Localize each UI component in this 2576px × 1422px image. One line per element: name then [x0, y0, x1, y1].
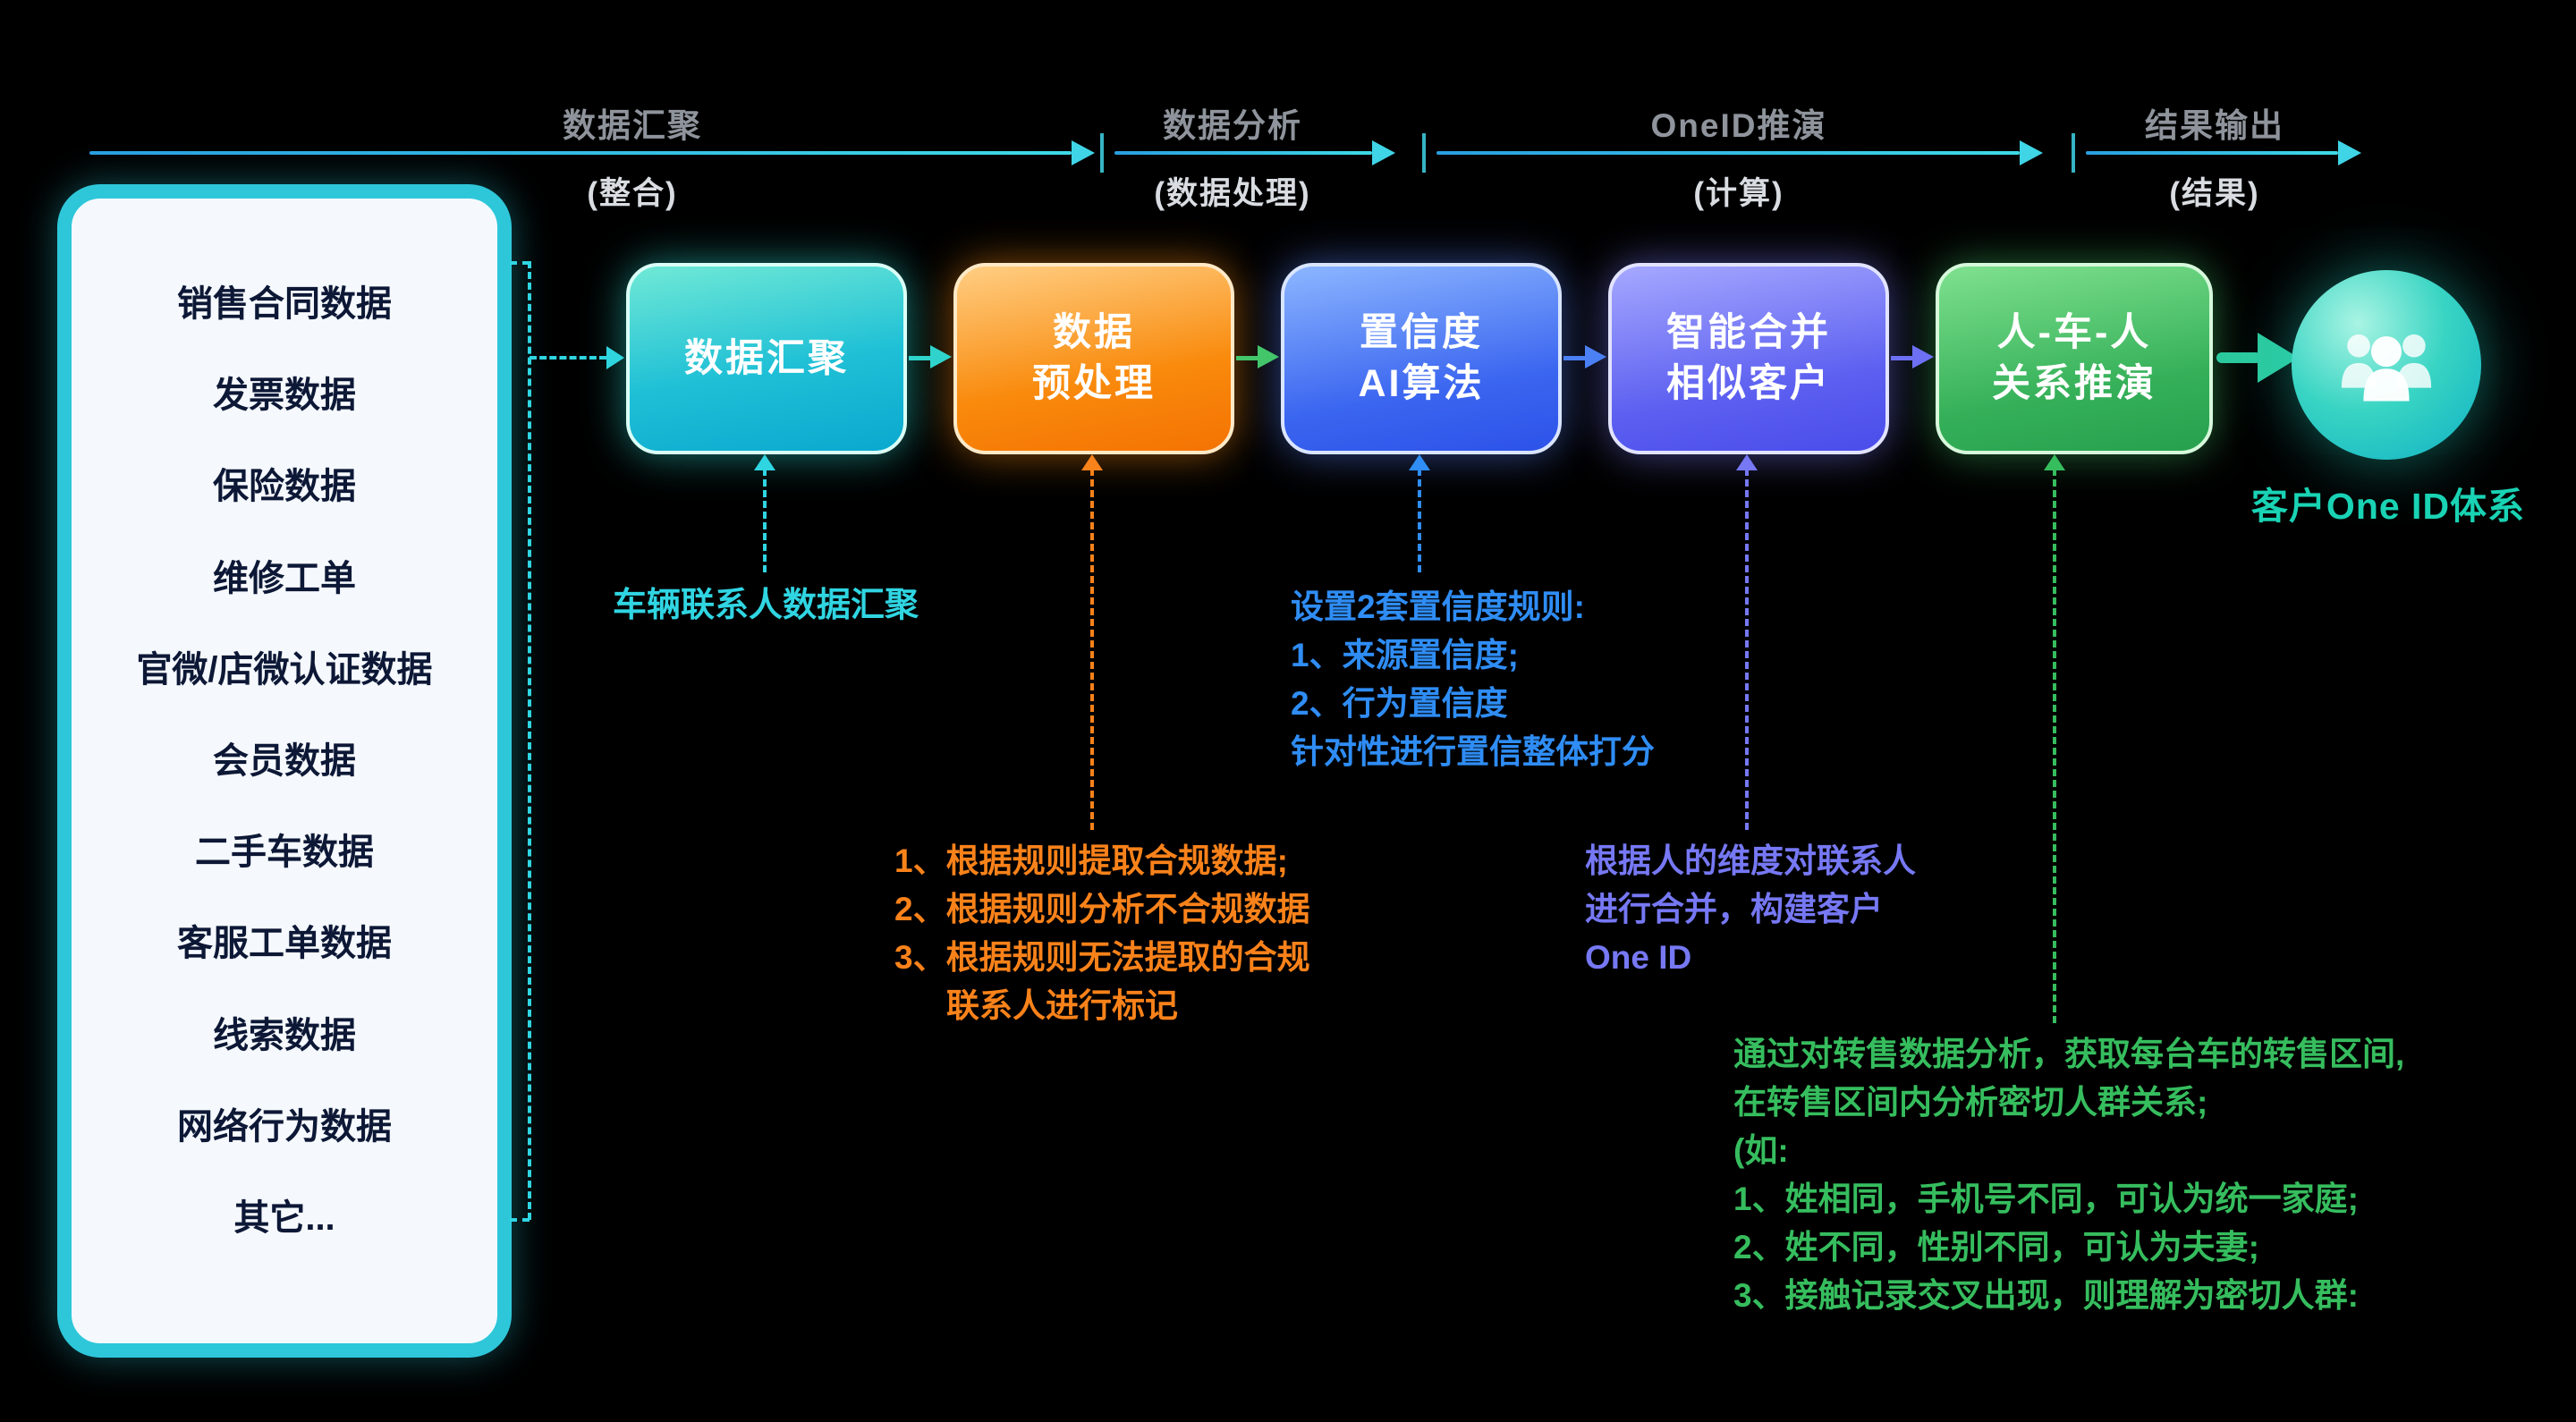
source-item: 其它... — [233, 1198, 335, 1238]
annotation-confidence: 设置2套置信度规则: 1、来源置信度; 2、行为置信度 针对性进行置信整体打分 — [1291, 583, 1655, 776]
arrow-up-icon — [1736, 454, 1758, 470]
step-label: 人-车-人 — [1996, 311, 2152, 354]
phase-sub-oneid: (计算) — [1693, 176, 1784, 211]
source-item: 官微/店微认证数据 — [136, 649, 433, 690]
source-item: 发票数据 — [213, 376, 356, 416]
annotation-line: 通过对转售数据分析，获取每台车的转售区间, — [1733, 1036, 2405, 1072]
annotation-line: 根据人的维度对联系人 — [1585, 842, 1916, 879]
step-box-preprocess: 数据 预处理 — [953, 263, 1234, 454]
timeline-line-2 — [1114, 151, 1372, 155]
annotation-preprocess: 1、根据规则提取合规数据; 2、根据规则分析不合规数据 3、根据规则无法提取的合… — [894, 837, 1310, 1030]
annotation-connector — [1090, 469, 1094, 830]
flow-arrow-line — [1563, 356, 1585, 360]
annotation-line: 在转售区间内分析密切人群关系; — [1733, 1084, 2208, 1121]
annotation-line: 2、根据规则分析不合规数据 — [894, 891, 1310, 927]
step-label: 相似客户 — [1666, 362, 1831, 405]
timeline-divider — [1422, 133, 1426, 173]
arrow-up-icon — [1409, 454, 1430, 470]
annotation-connector — [1745, 469, 1749, 830]
timeline-arrow-icon — [2020, 140, 2043, 165]
timeline-line-1 — [89, 151, 1072, 155]
timeline-arrow-icon — [1372, 140, 1395, 165]
step-label: 置信度 — [1360, 311, 1483, 354]
phase-label-aggregation: 数据汇聚 — [563, 107, 702, 144]
step-label: 数据 — [1053, 311, 1135, 354]
panel-to-step-arrow — [530, 356, 606, 360]
step-box-relation-inference: 人-车-人 关系推演 — [1936, 263, 2213, 454]
annotation-line: (如: — [1733, 1132, 1789, 1169]
step-label: 预处理 — [1032, 362, 1156, 405]
source-item: 销售合同数据 — [177, 284, 392, 324]
panel-connector-bottom — [510, 1218, 530, 1222]
arrow-up-icon — [754, 454, 775, 470]
source-item: 线索数据 — [213, 1015, 356, 1055]
annotation-line: 车辆联系人数据汇聚 — [612, 587, 919, 624]
annotation-line: One ID — [1585, 939, 1692, 976]
step-box-smart-merge: 智能合并 相似客户 — [1608, 263, 1889, 454]
annotation-connector — [1418, 469, 1421, 572]
annotation-line: 针对性进行置信整体打分 — [1291, 733, 1655, 770]
annotation-line: 1、根据规则提取合规数据; — [894, 842, 1288, 879]
arrow-right-icon — [606, 346, 624, 369]
flow-arrow-line — [909, 356, 930, 360]
timeline-divider — [1100, 133, 1104, 173]
source-item: 网络行为数据 — [177, 1106, 392, 1147]
step-box-confidence-ai: 置信度 AI算法 — [1281, 263, 1562, 454]
step-box-data-aggregation: 数据汇聚 — [626, 263, 907, 454]
phase-sub-analysis: (数据处理) — [1154, 176, 1311, 211]
annotation-line: 设置2套置信度规则: — [1291, 588, 1585, 625]
arrow-right-icon — [1585, 345, 1606, 368]
annotation-merge: 根据人的维度对联系人 进行合并，构建客户 One ID — [1585, 837, 1916, 982]
timeline-arrow-icon — [1072, 140, 1095, 165]
arrow-right-icon — [1912, 345, 1934, 368]
source-item: 维修工单 — [213, 558, 356, 598]
annotation-line: 2、姓不同，性别不同，可认为夫妻; — [1733, 1229, 2259, 1265]
source-item: 客服工单数据 — [177, 924, 392, 964]
phase-label-analysis: 数据分析 — [1163, 107, 1302, 144]
phase-sub-aggregation: (整合) — [587, 176, 678, 211]
step-label: AI算法 — [1358, 362, 1485, 405]
timeline-arrow-icon — [2338, 140, 2361, 165]
annotation-line: 1、来源置信度; — [1291, 637, 1519, 673]
arrow-up-icon — [2044, 454, 2065, 470]
phase-label-output: 结果输出 — [2145, 107, 2284, 144]
arrow-up-icon — [1081, 454, 1103, 470]
annotation-line: 2、行为置信度 — [1291, 685, 1508, 722]
annotation-connector — [763, 469, 767, 572]
phase-label-oneid: OneID推演 — [1650, 107, 1827, 144]
source-item: 二手车数据 — [195, 833, 374, 873]
source-item: 会员数据 — [213, 741, 356, 781]
source-item: 保险数据 — [213, 467, 356, 507]
customers-icon — [2341, 334, 2432, 402]
panel-connector-top — [510, 261, 530, 265]
annotation-line: 3、根据规则无法提取的合规 — [894, 939, 1310, 976]
step-label: 数据汇聚 — [684, 336, 849, 380]
timeline-divider — [2072, 133, 2075, 173]
annotation-line: 进行合并，构建客户 — [1585, 891, 1883, 927]
arrow-right-icon — [1258, 345, 1279, 368]
annotation-relation: 通过对转售数据分析，获取每台车的转售区间, 在转售区间内分析密切人群关系; (如… — [1733, 1030, 2404, 1320]
flow-arrow-line — [1236, 356, 1258, 360]
annotation-line: 3、接触记录交叉出现，则理解为密切人群: — [1733, 1277, 2359, 1314]
phase-sub-output: (结果) — [2169, 176, 2260, 211]
annotation-line: 1、姓相同，手机号不同，可认为统一家庭; — [1733, 1181, 2359, 1217]
arrow-right-icon — [930, 345, 952, 368]
timeline-line-4 — [2086, 151, 2338, 155]
annotation-line: 联系人进行标记 — [946, 987, 1178, 1024]
flow-arrow-line — [1891, 356, 1912, 360]
annotation-connector — [2053, 469, 2056, 1023]
step-label: 智能合并 — [1666, 311, 1831, 354]
data-sources-panel: 销售合同数据 发票数据 保险数据 维修工单 官微/店微认证数据 会员数据 二手车… — [57, 184, 512, 1358]
timeline-line-3 — [1436, 151, 2020, 155]
customer-oneid-badge — [2292, 270, 2481, 460]
step-label: 关系推演 — [1992, 362, 2157, 405]
result-arrow-line — [2216, 352, 2261, 363]
annotation-aggregation: 车辆联系人数据汇聚 — [587, 581, 945, 630]
result-label: 客户One ID体系 — [2250, 486, 2526, 527]
panel-connector-vertical — [528, 261, 531, 1220]
